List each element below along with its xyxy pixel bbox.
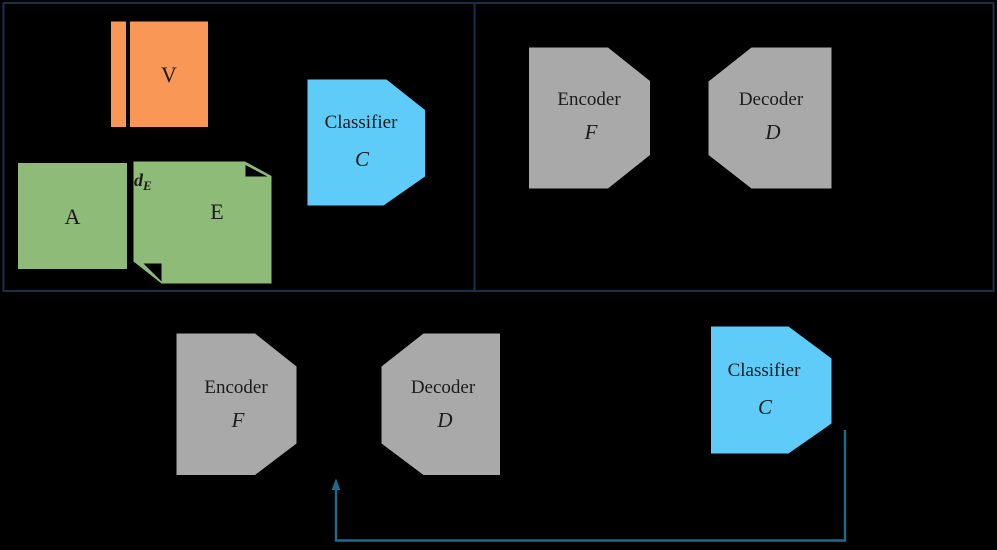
classifier-shape-bottom [711,326,832,454]
encoder-block-bottom: Encoder F [176,333,297,475]
classifier-block-top: Classifier C [307,79,425,206]
classifier-shape-top [307,79,425,206]
decoder-title-top: Decoder [739,89,804,110]
video-strip [111,21,126,127]
video-block: V [111,21,208,127]
event-dimension-label: dE [134,170,152,193]
event-block: E dE [133,161,272,284]
event-label: E [210,199,223,224]
classifier-symbol-bottom: C [758,395,773,419]
encoder-shape-top [529,47,650,189]
classifier-block-bottom: Classifier C [711,326,832,454]
feedback-arrowhead-icon [331,478,341,490]
decoder-shape-top [708,47,832,189]
encoder-title-top: Encoder [557,89,621,110]
encoder-symbol-bottom: F [231,408,245,432]
video-label: V [161,62,177,87]
audio-block: A [18,163,127,269]
encoder-shape-bottom [176,333,297,475]
decoder-title-bottom: Decoder [411,377,476,398]
encoder-symbol-top: F [584,120,598,144]
decoder-symbol-bottom: D [436,408,452,432]
audio-label: A [65,204,81,229]
decoder-symbol-top: D [764,120,780,144]
decoder-block-top: Decoder D [708,47,832,189]
classifier-symbol-top: C [355,147,370,171]
encoder-title-bottom: Encoder [204,377,268,398]
decoder-shape-bottom [381,333,500,475]
autoencoder-panel-border [473,2,995,292]
audio-square [18,163,127,269]
feedback-arrow [331,430,847,542]
classifier-title-top: Classifier [325,112,398,133]
decoder-block-bottom: Decoder D [381,333,500,475]
encoder-block-top: Encoder F [529,47,650,189]
classifier-title-bottom: Classifier [728,360,801,381]
event-sheet-fold-top-right [245,165,268,177]
video-frame [130,21,208,127]
feedback-arrow-line [334,430,847,542]
event-sheet [133,161,272,284]
event-sheet-fold-bottom-left [143,263,162,282]
